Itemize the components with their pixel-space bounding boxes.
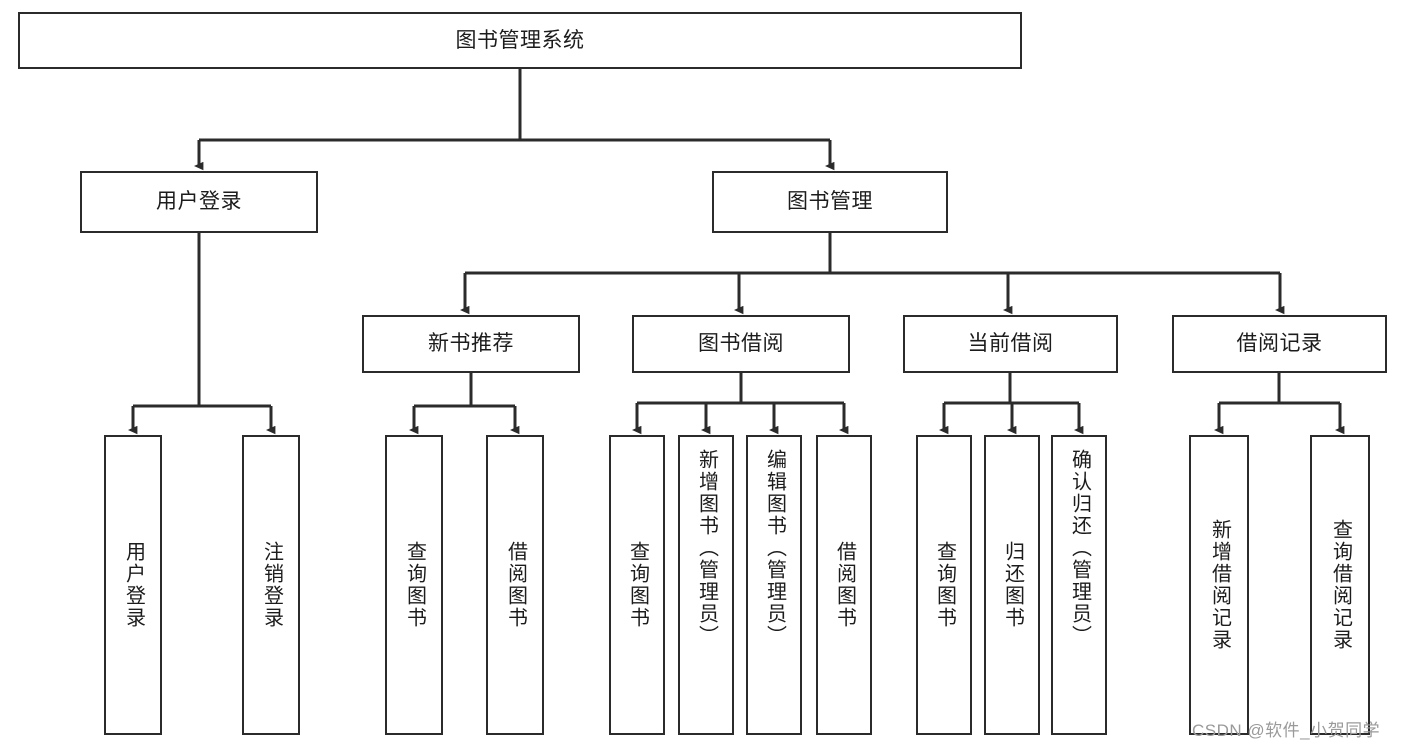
node-leaf-query-record[interactable]: 查询借阅记录 [1310, 435, 1370, 735]
node-user-login-label: 用户登录 [156, 190, 242, 214]
node-leaf-query-book-3-label: 查询图书 [933, 541, 956, 629]
node-root-label: 图书管理系统 [455, 28, 585, 52]
node-book-manage-label: 图书管理 [787, 190, 873, 214]
node-leaf-query-book-1-label: 查询图书 [403, 541, 426, 629]
node-leaf-query-book-2[interactable]: 查询图书 [609, 435, 665, 735]
node-leaf-add-record[interactable]: 新增借阅记录 [1189, 435, 1249, 735]
node-leaf-add-book[interactable]: 新增图书（管理员） [678, 435, 734, 735]
node-leaf-add-record-label: 新增借阅记录 [1208, 519, 1231, 651]
node-book-borrow-label: 图书借阅 [698, 332, 784, 356]
node-leaf-user-login[interactable]: 用户登录 [104, 435, 162, 735]
node-leaf-confirm-return-label: 确认归还（管理员） [1068, 449, 1091, 647]
node-leaf-return-book[interactable]: 归还图书 [984, 435, 1040, 735]
node-root[interactable]: 图书管理系统 [18, 12, 1022, 69]
node-leaf-add-book-label: 新增图书（管理员） [695, 449, 718, 647]
node-current-borrow[interactable]: 当前借阅 [903, 315, 1118, 373]
node-leaf-logout[interactable]: 注销登录 [242, 435, 300, 735]
node-borrow-record-label: 借阅记录 [1236, 332, 1323, 356]
node-new-book-rec-label: 新书推荐 [428, 332, 514, 356]
node-book-manage[interactable]: 图书管理 [712, 171, 948, 233]
node-book-borrow[interactable]: 图书借阅 [632, 315, 850, 373]
node-leaf-edit-book[interactable]: 编辑图书（管理员） [746, 435, 802, 735]
node-leaf-query-book-3[interactable]: 查询图书 [916, 435, 972, 735]
node-leaf-query-book-2-label: 查询图书 [626, 541, 649, 629]
node-leaf-borrow-book-1[interactable]: 借阅图书 [486, 435, 544, 735]
node-leaf-logout-label: 注销登录 [260, 541, 283, 629]
node-current-borrow-label: 当前借阅 [967, 332, 1054, 356]
node-leaf-query-record-label: 查询借阅记录 [1329, 519, 1352, 651]
node-leaf-confirm-return[interactable]: 确认归还（管理员） [1051, 435, 1107, 735]
node-borrow-record[interactable]: 借阅记录 [1172, 315, 1387, 373]
node-leaf-query-book-1[interactable]: 查询图书 [385, 435, 443, 735]
node-leaf-user-login-label: 用户登录 [122, 541, 145, 629]
node-new-book-rec[interactable]: 新书推荐 [362, 315, 580, 373]
node-leaf-borrow-book-1-label: 借阅图书 [504, 541, 527, 629]
node-leaf-edit-book-label: 编辑图书（管理员） [763, 449, 786, 647]
node-leaf-return-book-label: 归还图书 [1001, 541, 1024, 629]
node-leaf-borrow-book-2-label: 借阅图书 [833, 541, 856, 629]
node-user-login[interactable]: 用户登录 [80, 171, 318, 233]
node-leaf-borrow-book-2[interactable]: 借阅图书 [816, 435, 872, 735]
